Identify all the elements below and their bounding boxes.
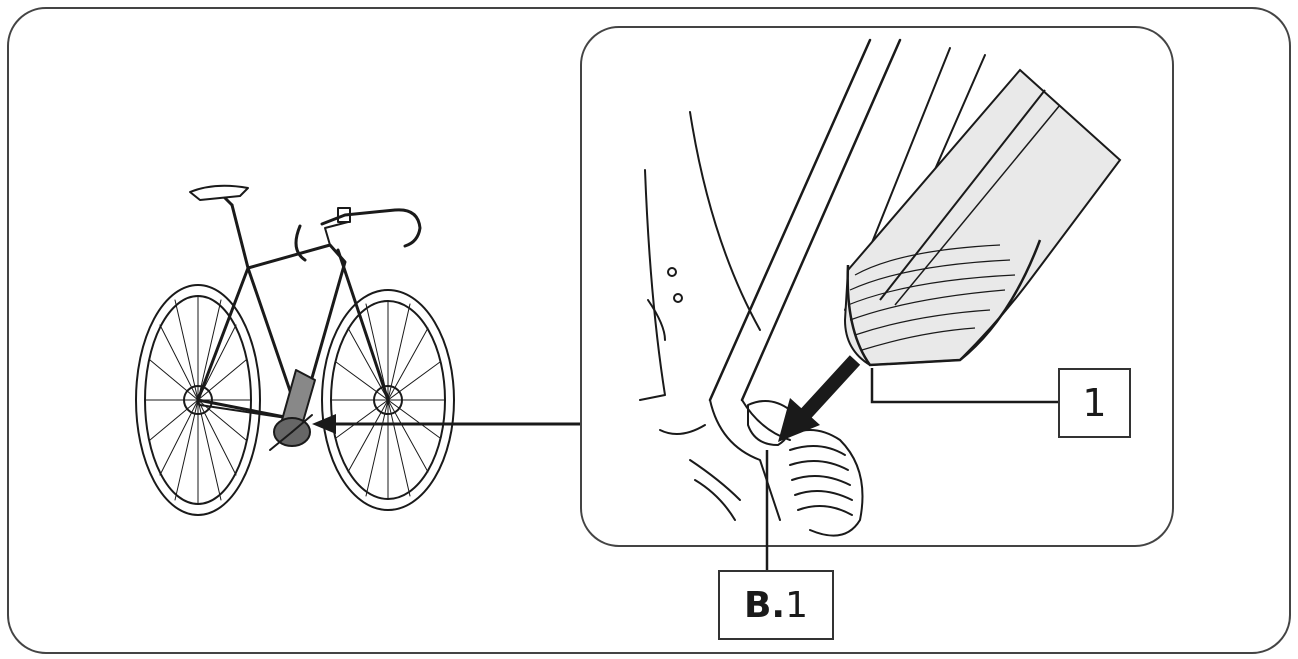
detail-panel [580, 26, 1174, 547]
callout-b1: B.1 [718, 570, 834, 640]
callout-1: 1 [1058, 368, 1131, 438]
insert-direction-arrow-icon [778, 355, 861, 442]
battery [843, 68, 1122, 367]
callout-b1-suffix: 1 [785, 584, 809, 626]
pointer-arrow [312, 414, 582, 434]
callout-b1-prefix: B. [743, 584, 786, 626]
bicycle-icon [135, 184, 455, 516]
leader-lines [765, 368, 1058, 570]
callout-1-label: 1 [1082, 381, 1107, 425]
